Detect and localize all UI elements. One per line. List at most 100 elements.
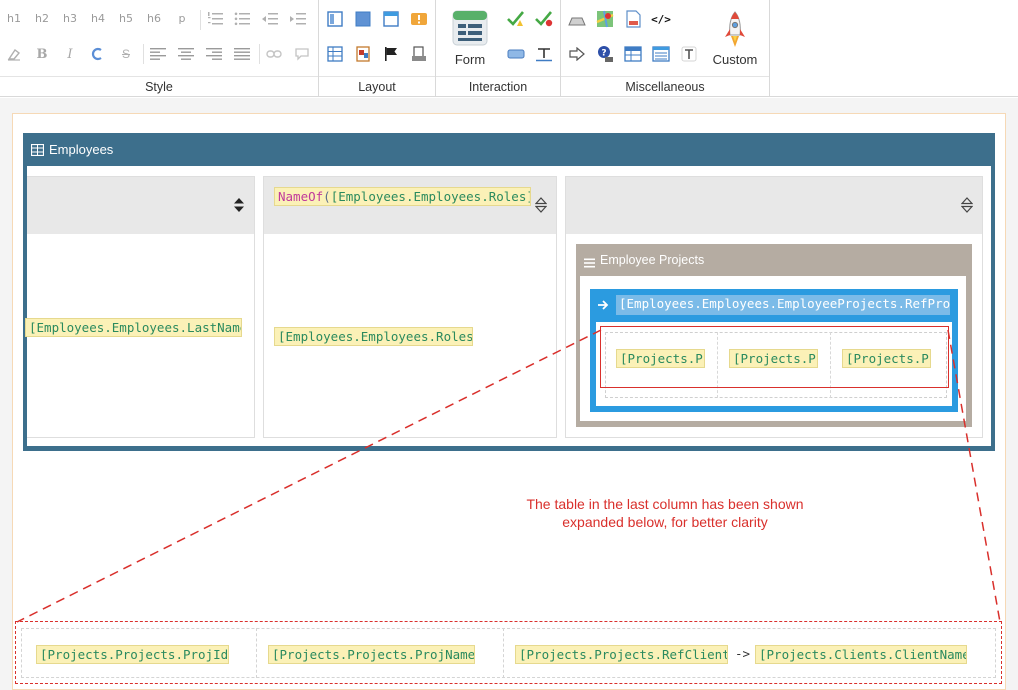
panel-layout-icon[interactable]	[352, 9, 374, 29]
misc-group-label: Miscellaneous	[625, 80, 705, 94]
group-divider	[561, 76, 769, 77]
projname-field[interactable]: [Projects.Projects.ProjName]	[268, 645, 475, 664]
style-group: Style	[0, 0, 319, 97]
indent-icon[interactable]	[287, 9, 309, 29]
button-element-icon[interactable]	[505, 44, 527, 64]
group-divider	[0, 76, 318, 77]
table-layout-icon[interactable]	[324, 44, 346, 64]
form-button-label[interactable]: Form	[454, 52, 486, 67]
expanded-column-divider	[256, 628, 257, 678]
layout-group: Layout	[319, 0, 436, 97]
list-icon	[584, 255, 595, 273]
ref-proj-title: [Employees.Employees.EmployeeProjects.Re…	[616, 295, 950, 315]
h4-button[interactable]: h4	[91, 12, 105, 25]
paragraph-button[interactable]: p	[178, 12, 186, 25]
refclient-field[interactable]: [Projects.Projects.RefClient]	[515, 645, 728, 664]
h1-button[interactable]: h1	[7, 12, 21, 25]
formula-function: NameOf	[278, 189, 324, 204]
inner-project-table	[605, 332, 947, 398]
bold-icon[interactable]: B	[36, 46, 48, 62]
map-icon[interactable]	[594, 9, 616, 29]
validation-warning-icon[interactable]	[505, 9, 527, 29]
keyboard-icon[interactable]	[566, 11, 588, 31]
misc-group: Miscellaneous	[561, 0, 770, 97]
svg-text:?: ?	[601, 49, 606, 59]
help-icon[interactable]: ?	[594, 44, 616, 64]
formula-argument: [Employees.Employees.Roles]	[330, 189, 531, 204]
column-lastname[interactable]	[27, 176, 255, 438]
roles-field[interactable]: [Employees.Employees.Roles]	[274, 327, 473, 346]
annotation-line: expanded below, for better clarity	[562, 514, 768, 530]
color-icon[interactable]	[87, 44, 109, 64]
sort-icon[interactable]	[233, 197, 245, 213]
inner-column-divider	[830, 332, 831, 398]
window-layout-icon[interactable]	[380, 9, 402, 29]
h3-button[interactable]: h3	[63, 12, 77, 25]
arrow-right-icon[interactable]	[566, 44, 588, 64]
inner-column-divider	[717, 332, 718, 398]
roles-header-formula[interactable]: NameOf([Employees.Employees.Roles])	[274, 187, 531, 206]
link-icon[interactable]	[263, 44, 285, 64]
group-divider	[319, 76, 435, 77]
project-field[interactable]: [Projects.Pr	[729, 349, 818, 368]
clientname-field[interactable]: [Projects.Clients.ClientName]	[755, 645, 967, 664]
project-field[interactable]: [Projects.Pr	[842, 349, 931, 368]
text-input-icon[interactable]	[533, 44, 555, 64]
align-justify-icon[interactable]	[231, 44, 253, 64]
report-layout-icon[interactable]	[352, 44, 374, 64]
card-table-icon[interactable]	[622, 44, 644, 64]
unordered-list-icon[interactable]	[231, 9, 253, 29]
formula-paren: (	[323, 189, 331, 204]
link-arrow: ->	[735, 646, 751, 661]
text-element-icon[interactable]	[678, 44, 700, 64]
callout-highlight	[600, 326, 949, 388]
employee-projects-title: Employee Projects	[600, 253, 705, 267]
toolbar-divider	[259, 44, 260, 64]
h2-button[interactable]: h2	[35, 12, 49, 25]
h6-button[interactable]: h6	[147, 12, 161, 25]
ordered-list-icon[interactable]	[204, 9, 226, 29]
style-group-label: Style	[145, 80, 173, 94]
arrow-right-icon	[597, 298, 609, 316]
align-right-icon[interactable]	[203, 44, 225, 64]
toolbar-ribbon: Style Layout Interaction Miscellaneous h…	[0, 0, 1018, 97]
expanded-column-divider	[503, 628, 504, 678]
column-header[interactable]	[27, 177, 254, 234]
italic-icon[interactable]: I	[67, 46, 73, 62]
annotation-line: The table in the last column has been sh…	[526, 496, 804, 512]
projid-field[interactable]: [Projects.Projects.ProjId]	[36, 645, 229, 664]
group-divider	[436, 76, 560, 77]
code-icon[interactable]: </>	[651, 12, 671, 26]
columns-layout-icon[interactable]	[324, 9, 346, 29]
rocket-icon[interactable]	[722, 10, 748, 48]
expanded-table	[21, 628, 996, 678]
toolbar-divider	[143, 44, 144, 64]
document-icon[interactable]	[622, 9, 644, 29]
interaction-group: Interaction	[436, 0, 561, 97]
toolbar-divider	[200, 10, 201, 30]
h5-button[interactable]: h5	[119, 12, 133, 25]
align-left-icon[interactable]	[147, 44, 169, 64]
annotation-note: The table in the last column has been sh…	[500, 495, 830, 531]
align-center-icon[interactable]	[175, 44, 197, 64]
list-grid-icon[interactable]	[650, 44, 672, 64]
comment-icon[interactable]	[291, 44, 313, 64]
sort-icon[interactable]	[534, 197, 548, 213]
print-layout-icon[interactable]	[408, 44, 430, 64]
strikethrough-icon[interactable]: S	[121, 47, 130, 61]
column-roles[interactable]	[263, 176, 557, 438]
column-header[interactable]	[566, 177, 982, 234]
flag-icon[interactable]	[380, 44, 402, 64]
employees-panel-title: Employees	[49, 142, 114, 157]
outdent-icon[interactable]	[259, 9, 281, 29]
custom-button-label[interactable]: Custom	[712, 52, 758, 67]
validation-error-icon[interactable]	[533, 9, 555, 29]
sort-icon[interactable]	[960, 197, 974, 213]
lastname-field[interactable]: [Employees.Employees.LastName]	[25, 318, 242, 337]
alert-layout-icon[interactable]	[408, 9, 430, 29]
project-field[interactable]: [Projects.Pr	[616, 349, 705, 368]
interaction-group-label: Interaction	[468, 80, 528, 94]
clear-format-icon[interactable]	[3, 44, 25, 64]
layout-group-label: Layout	[358, 80, 396, 94]
form-icon[interactable]	[452, 10, 488, 46]
